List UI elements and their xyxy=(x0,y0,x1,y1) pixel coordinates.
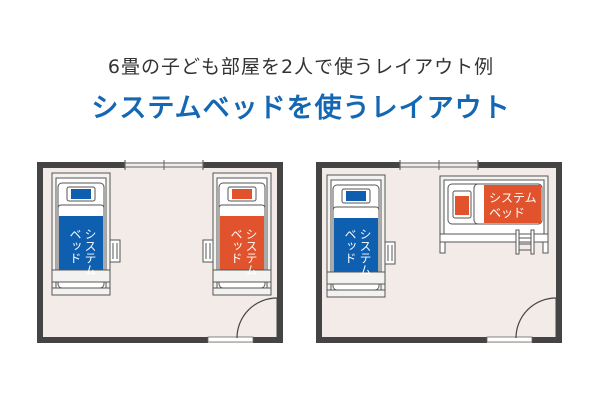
bed-label: システム ベッド xyxy=(489,191,537,220)
bed-label-line1: システム xyxy=(83,228,97,276)
room-walls xyxy=(37,162,283,343)
bed-label-line2: ベッド xyxy=(68,228,82,264)
bed-label: システム ベッド xyxy=(229,228,258,276)
door xyxy=(486,297,557,343)
window xyxy=(124,160,204,170)
bed-label: システム ベッド xyxy=(68,228,97,276)
bed-label-line2: ベッド xyxy=(343,228,357,264)
layout-subtitle: 6畳の子ども部屋を2人で使うレイアウト例 xyxy=(107,56,495,78)
bed-label-line1: システム xyxy=(489,191,537,205)
system-bed-orange-loft xyxy=(439,175,549,255)
bed-label-line2: ベッド xyxy=(489,206,525,220)
system-bed-blue xyxy=(51,172,121,296)
bed-label-line1: システム xyxy=(244,228,258,276)
bed-label-line1: システム xyxy=(358,228,372,276)
window xyxy=(399,160,479,170)
system-bed-orange xyxy=(202,172,272,296)
system-bed-blue xyxy=(326,174,396,298)
room-walls xyxy=(316,162,562,343)
bed-label-line2: ベッド xyxy=(229,228,243,264)
layout-title: システムベッドを使うレイアウト xyxy=(91,93,511,124)
right-room: システム ベッド システム ベッド xyxy=(316,160,562,343)
bed-label: システム ベッド xyxy=(343,228,372,276)
left-room: システム ベッド システム ベッド xyxy=(37,160,283,343)
door xyxy=(207,297,278,343)
